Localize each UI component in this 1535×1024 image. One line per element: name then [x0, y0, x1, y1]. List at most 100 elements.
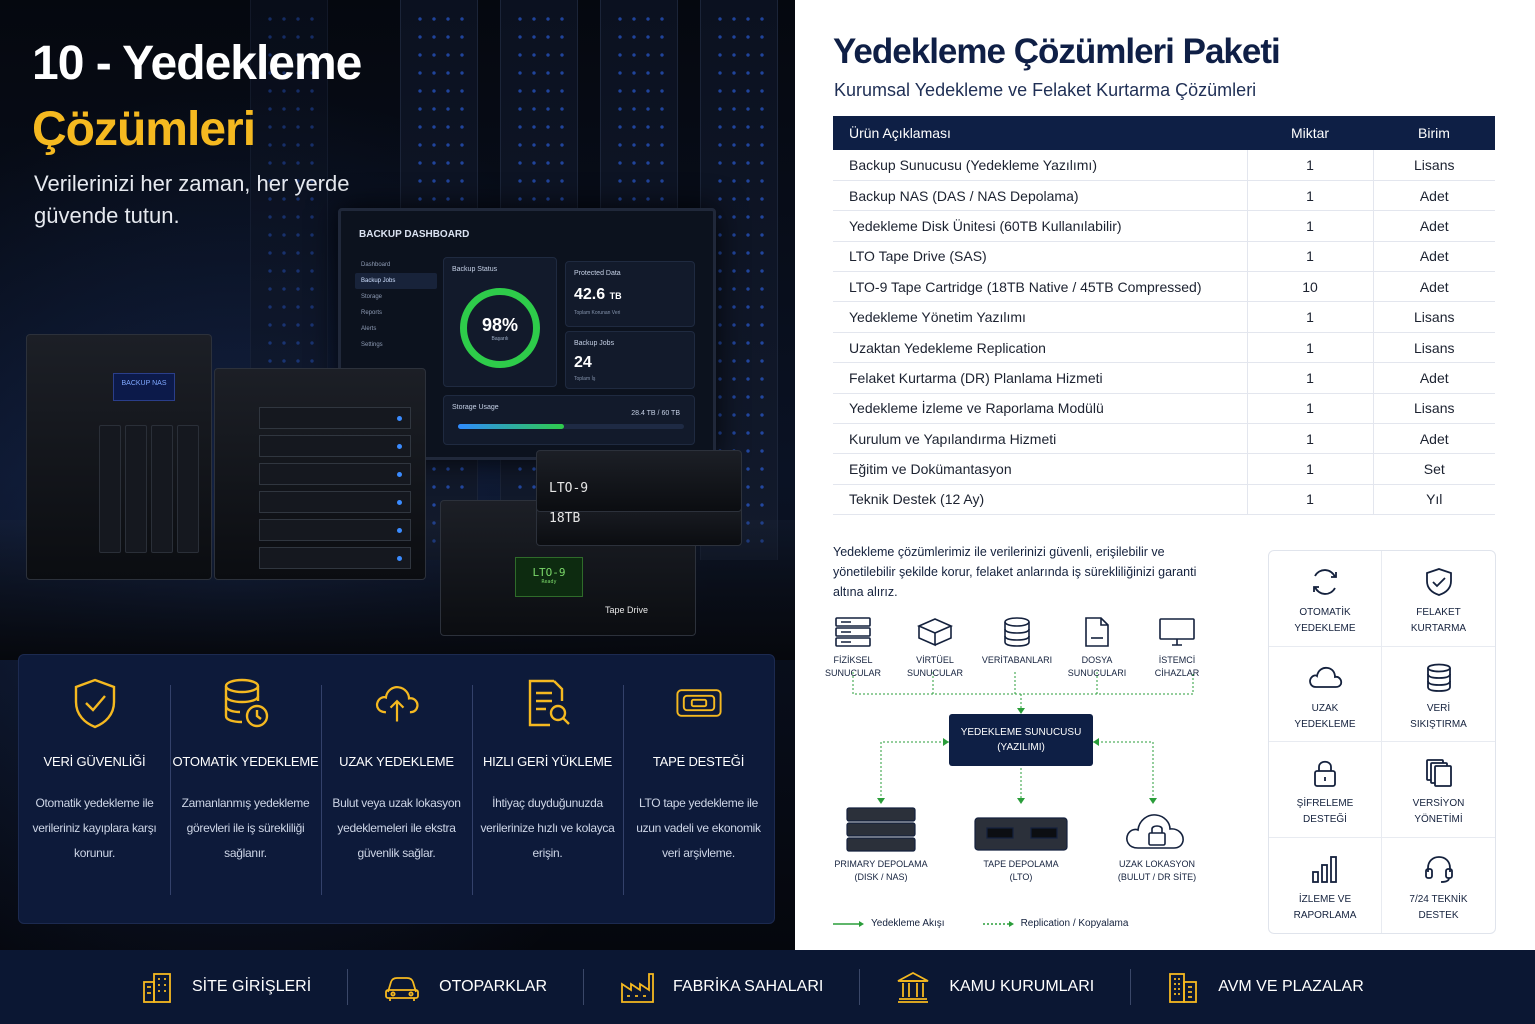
- drive-bay: [177, 425, 199, 553]
- dashboard-title: BACKUP DASHBOARD: [359, 229, 470, 240]
- feature-item: TAPE DESTEĞİ LTO tape yedekleme ile uzun…: [623, 655, 774, 923]
- col-header: Ürün Açıklaması: [833, 116, 1247, 150]
- package-subtitle: Kurumsal Yedekleme ve Felaket Kurtarma Ç…: [834, 80, 1257, 100]
- quantity-cell: 1: [1247, 362, 1374, 394]
- unit-cell: Adet: [1373, 423, 1495, 455]
- quantity-cell: 1: [1247, 150, 1374, 181]
- jobs-label: Backup Jobs: [574, 340, 615, 347]
- quantity-cell: 1: [1247, 210, 1374, 242]
- product-name-cell: Yedekleme Disk Ünitesi (60TB Kullanılabi…: [833, 210, 1248, 242]
- dashboard-nav-item[interactable]: Reports: [361, 310, 383, 316]
- feature-item: HIZLI GERİ YÜKLEME İhtiyaç duyduğunuzda …: [472, 655, 623, 923]
- drive-slot: [259, 547, 411, 569]
- sector-item: AVM VE PLAZALAR: [1130, 969, 1400, 1005]
- drive-slot: [259, 463, 411, 485]
- target-tape-storage: TAPE DEPOLAMA(LTO): [965, 816, 1077, 884]
- sector-label: FABRİKA SAHALARI: [673, 978, 824, 995]
- drive-slot: [259, 519, 411, 541]
- features-panel: VERİ GÜVENLİĞİ Otomatik yedekleme ile ve…: [18, 654, 775, 924]
- physical-server-icon: [835, 617, 871, 647]
- dashboard-nav-item[interactable]: Backup Jobs: [355, 273, 437, 289]
- shield-check-icon: [74, 678, 115, 729]
- storage-label: Storage Usage: [452, 404, 499, 411]
- tape-drive-label: Tape Drive: [605, 605, 649, 615]
- product-name-cell: Eğitim ve Dokümantasyon: [833, 453, 1248, 485]
- database-clock-icon: [224, 678, 268, 728]
- building-icon: [143, 973, 171, 1003]
- status-value: 98%: [481, 314, 519, 335]
- tape-cartridge-label: 18TB: [549, 511, 581, 526]
- government-icon: [897, 971, 929, 1003]
- backup-status-card: Backup Status 98% Başarılı: [443, 257, 557, 387]
- diagram-legend: Yedekleme Akışı Replication / Kopyalama: [833, 918, 1128, 929]
- backup-nas-device: BACKUP NAS: [26, 334, 212, 580]
- file-icon: [1085, 617, 1109, 647]
- unit-cell: Adet: [1373, 241, 1495, 273]
- database-icon: [1004, 617, 1030, 647]
- tape-cartridge-label: LTO-9: [549, 481, 589, 496]
- target-remote-location: UZAK LOKASYON(BULUT / DR SİTE): [1099, 806, 1215, 884]
- drive-slot: [259, 407, 411, 429]
- unit-cell: Lisans: [1373, 150, 1495, 181]
- dashboard-nav-item[interactable]: Storage: [361, 294, 383, 300]
- drive-slot: [259, 491, 411, 513]
- status-sub: Başarılı: [491, 335, 509, 342]
- drive-bay: [125, 425, 147, 553]
- dashboard-nav-item[interactable]: Settings: [361, 342, 383, 348]
- protected-value: 42.6 TB: [574, 286, 622, 303]
- dashboard-nav-item[interactable]: Dashboard: [361, 262, 391, 268]
- sector-label: OTOPARKLAR: [439, 978, 548, 995]
- drive-slot: [259, 435, 411, 457]
- virtual-server-icon: [917, 618, 953, 647]
- unit-cell: Adet: [1373, 180, 1495, 212]
- monitor-icon: [1159, 618, 1195, 646]
- lock-icon: [1314, 760, 1336, 787]
- protected-label: Protected Data: [574, 270, 621, 277]
- source-databases: VERİTABANLARI: [979, 616, 1055, 667]
- jobs-sub: Toplam İş: [574, 376, 596, 382]
- sector-item: FABRİKA SAHALARI: [583, 969, 859, 1005]
- tape-storage-icon: [974, 817, 1068, 851]
- feature-item: OTOMATİK YEDEKLEME Zamanlanmış yedekleme…: [170, 655, 321, 923]
- quantity-cell: 1: [1247, 241, 1374, 273]
- sector-item: SİTE GİRİŞLERİ: [0, 969, 347, 1005]
- feature-desc: İhtiyaç duyduğunuzda verilerinize hızlı …: [480, 796, 615, 860]
- col-header: Miktar: [1247, 116, 1373, 150]
- legend-replication: Replication / Kopyalama: [982, 918, 1128, 929]
- dashboard-nav-item[interactable]: Alerts: [361, 326, 377, 332]
- skyscraper-icon: [1169, 973, 1198, 1003]
- backup-server-node: YEDEKLEME SUNUCUSU(YAZILIMI): [949, 714, 1093, 766]
- cloud-icon: [1309, 666, 1343, 688]
- table-header-row: Ürün Açıklaması Miktar Birim: [833, 116, 1495, 150]
- quantity-cell: 1: [1247, 393, 1374, 425]
- product-table: Ürün Açıklaması Miktar Birim Backup Sunu…: [833, 116, 1495, 516]
- feature-item: VERİ GÜVENLİĞİ Otomatik yedekleme ile ve…: [19, 655, 170, 923]
- table-row: LTO-9 Tape Cartridge (18TB Native / 45TB…: [833, 271, 1495, 303]
- product-name-cell: LTO Tape Drive (SAS): [833, 241, 1248, 273]
- feature-desc: Otomatik yedekleme ile verileriniz kayıp…: [32, 796, 157, 860]
- unit-cell: Lisans: [1373, 332, 1495, 364]
- sector-label: SİTE GİRİŞLERİ: [192, 978, 312, 995]
- sector-label: KAMU KURUMLARI: [949, 978, 1095, 995]
- storage-bar: [458, 424, 684, 429]
- package-title: Yedekleme Çözümleri Paketi: [833, 32, 1281, 71]
- feature-title: UZAK YEDEKLEME: [339, 754, 454, 769]
- storage-bar-fill: [458, 424, 565, 429]
- sectors-bar: SİTE GİRİŞLERİ OTOPARKLAR FABRİKA SAHALA…: [0, 950, 1535, 1024]
- sector-item: KAMU KURUMLARI: [859, 969, 1130, 1005]
- factory-icon: [621, 973, 654, 1003]
